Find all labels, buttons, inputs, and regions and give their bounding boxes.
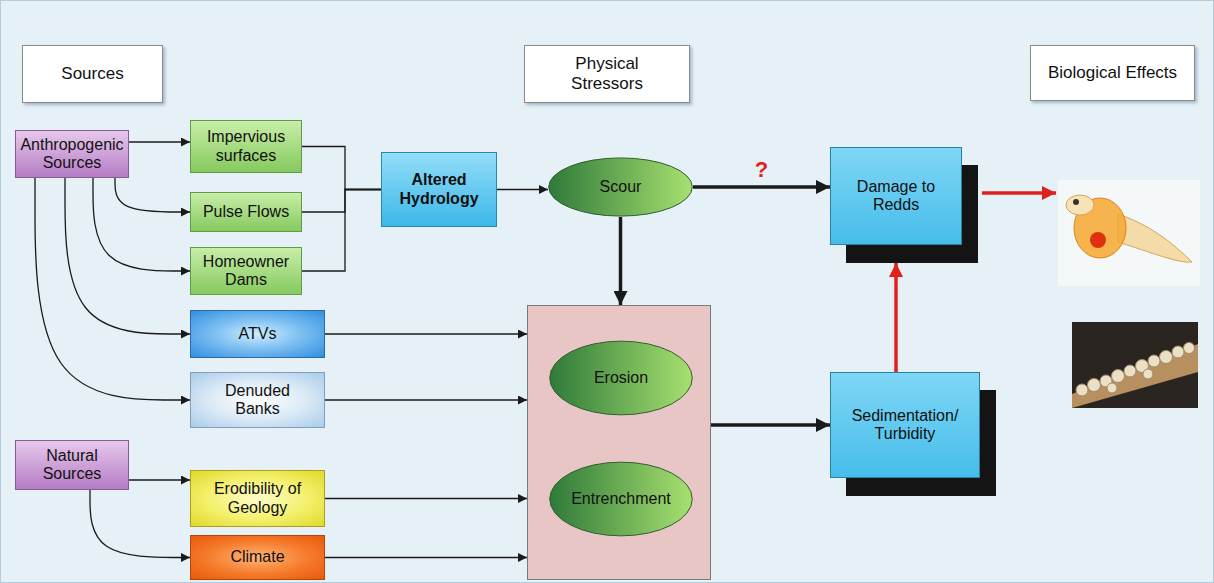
larva-eye <box>1073 199 1079 205</box>
node-text: Scour <box>600 178 642 196</box>
node-text: ATVs <box>239 325 277 343</box>
stressor-ellipse: Scour <box>548 157 693 217</box>
effect-box: Sedimentation/ Turbidity <box>830 372 980 478</box>
node-text: Biological Effects <box>1048 63 1177 83</box>
egg <box>1184 343 1195 354</box>
connector-arrow <box>65 178 190 334</box>
node-text: Damage to Redds <box>851 178 941 215</box>
effect-box: Damage to Redds <box>830 147 962 245</box>
source-group-box: Natural Sources <box>15 440 129 490</box>
egg <box>1160 351 1173 364</box>
connector-arrow <box>302 147 381 190</box>
eggs-photo-ground <box>1072 322 1198 408</box>
node-text: Altered Hydrology <box>390 171 488 208</box>
column-header: Biological Effects <box>1030 45 1195 101</box>
egg <box>1112 370 1125 383</box>
column-header: Sources <box>22 45 163 103</box>
node-text: Impervious surfaces <box>197 128 295 165</box>
connector-arrow <box>302 190 381 272</box>
source-box: Erodibility of Geology <box>190 470 325 527</box>
egg <box>1124 365 1136 377</box>
process-box: Altered Hydrology <box>381 152 497 227</box>
egg-cluster <box>1076 343 1195 397</box>
connector-arrow <box>302 190 381 213</box>
egg-substrate <box>1072 344 1198 408</box>
connector-arrow <box>93 178 190 271</box>
node-text: Pulse Flows <box>203 203 289 221</box>
connector-arrow <box>129 479 190 480</box>
node-text: Entrenchment <box>571 490 671 508</box>
source-box: Impervious surfaces <box>190 120 302 173</box>
edge-label: ? <box>755 159 768 181</box>
connector-arrow <box>325 498 527 499</box>
node-text: Physical Stressors <box>555 54 659 93</box>
connector-arrow <box>129 141 190 142</box>
node-text: Denuded Banks <box>221 382 294 419</box>
ellipse-shape <box>550 341 693 415</box>
connector-arrow <box>325 557 527 558</box>
egg <box>1172 346 1184 358</box>
connector-arrow <box>325 333 527 334</box>
connector-arrow <box>115 178 190 212</box>
node-text: Climate <box>230 548 284 566</box>
larva-photo-ground <box>1058 180 1200 286</box>
larva-oil-drop <box>1090 232 1106 248</box>
stressor-ellipse: Entrenchment <box>549 461 693 537</box>
ellipse-shape <box>550 462 693 536</box>
connector-arrow <box>325 399 527 400</box>
connector-arrow <box>90 490 190 558</box>
larva-body <box>1118 214 1192 262</box>
node-text: Sources <box>61 64 123 84</box>
source-box: Denuded Banks <box>190 372 325 428</box>
stressor-ellipse: Erosion <box>549 340 693 416</box>
connector-arrow <box>894 263 898 372</box>
egg <box>1148 355 1160 367</box>
node-text: Erosion <box>594 369 648 387</box>
source-box: Climate <box>190 535 325 580</box>
source-box: Pulse Flows <box>190 192 302 232</box>
connector-arrow <box>619 217 623 305</box>
connector-arrow <box>35 178 190 400</box>
stressor-group-box: ErosionEntrenchment <box>527 305 711 580</box>
effect-arrow <box>982 191 1056 195</box>
source-group-box: Anthropogenic Sources <box>15 130 129 178</box>
connector-arrow <box>497 189 548 190</box>
ellipse-shape <box>549 158 693 216</box>
larva-head <box>1066 195 1094 215</box>
node-text: Natural Sources <box>19 447 125 484</box>
connector-arrow <box>711 423 830 427</box>
node-text: Anthropogenic Sources <box>19 136 125 173</box>
source-box: ATVs <box>190 310 325 358</box>
egg <box>1088 379 1101 392</box>
source-box: Homeowner Dams <box>190 247 302 295</box>
connector-arrow <box>693 185 830 189</box>
egg <box>1076 384 1088 396</box>
node-text: Erodibility of Geology <box>208 480 307 517</box>
egg <box>1143 369 1153 379</box>
node-text: Sedimentation/ Turbidity <box>849 407 961 444</box>
column-header: Physical Stressors <box>524 45 690 103</box>
egg <box>1107 383 1117 393</box>
node-text: Homeowner Dams <box>197 253 295 290</box>
